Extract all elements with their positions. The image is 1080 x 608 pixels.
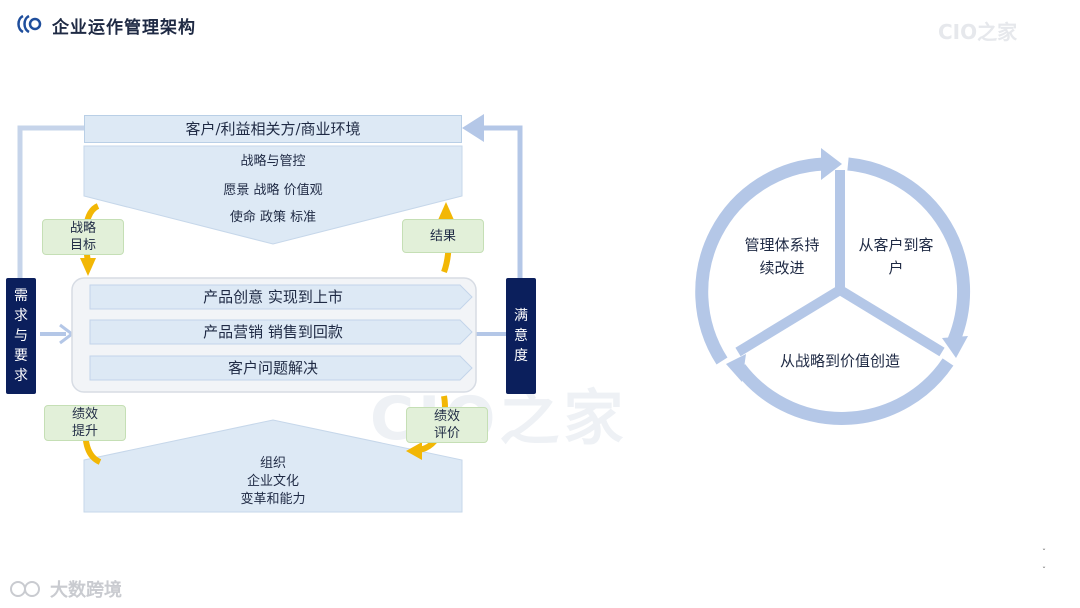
strategy-line-3: 使命 政策 标准 xyxy=(229,210,317,225)
cycle-arrowhead-bottom xyxy=(726,354,746,382)
feedback-line-right xyxy=(470,125,523,278)
performance-eval-box: 绩效评价 xyxy=(406,407,488,443)
cycle-diagram xyxy=(695,148,971,425)
results-label: 结果 xyxy=(429,228,456,244)
cycle-arc-right xyxy=(847,157,971,343)
satisfaction-label: 满意度 xyxy=(514,308,528,364)
cycle-arc-bottom xyxy=(734,358,954,425)
cycle-divider-left xyxy=(735,285,843,357)
cycle-divider-right xyxy=(837,285,945,357)
watermark-logo-icon xyxy=(10,581,40,597)
performance-eval-label: 绩效评价 xyxy=(433,409,460,441)
page-marker-2: ˇ xyxy=(1042,566,1046,575)
process-label-3: 客户问题解决 xyxy=(227,359,318,377)
cycle-arrowhead-right xyxy=(942,336,968,358)
org-line-1: 组织 xyxy=(259,456,286,471)
cycle-arc-left xyxy=(695,157,825,365)
strategy-shape xyxy=(83,145,463,245)
org-line-2: 企业文化 xyxy=(246,474,299,489)
cycle-label-bottom: 从战略到价值创造 xyxy=(779,352,900,370)
watermark-bottom: 大数跨境 xyxy=(50,580,122,601)
process-arrow-1 xyxy=(89,284,473,310)
cycle-label-right: 从客户到客户 xyxy=(858,236,934,277)
strategy-line-2: 愿景 战略 价值观 xyxy=(223,183,323,198)
stakeholder-bar: 客户/利益相关方/商业环境 xyxy=(84,115,462,143)
page-marker-1: ˇ xyxy=(1042,548,1046,557)
feedback-line-left xyxy=(17,125,84,278)
requirements-label: 需求与要求 xyxy=(14,288,28,384)
process-label-2: 产品营销 销售到回款 xyxy=(203,323,343,341)
process-arrow-2 xyxy=(89,319,473,345)
requirements-box: 需求与要求 xyxy=(6,278,36,394)
organization-shape xyxy=(83,419,463,513)
cycle-arrowhead-left xyxy=(821,148,842,180)
process-arrow-3 xyxy=(89,355,473,381)
performance-improve-box: 绩效提升 xyxy=(44,405,126,441)
strategy-line-1: 战略与管控 xyxy=(240,154,306,169)
framework-diagram xyxy=(17,114,523,513)
results-box: 结果 xyxy=(402,219,484,253)
logo-icon xyxy=(17,14,42,34)
performance-improve-label: 绩效提升 xyxy=(71,407,98,439)
strategic-goals-box: 战略目标 xyxy=(42,219,124,255)
page-title: 企业运作管理架构 xyxy=(52,18,196,38)
satisfaction-box: 满意度 xyxy=(506,278,536,394)
cycle-label-left: 管理体系持续改进 xyxy=(744,236,820,277)
watermark-top: CIO之家 xyxy=(938,20,1018,44)
process-label-1: 产品创意 实现到上市 xyxy=(203,288,343,306)
feedback-arrowhead-right xyxy=(462,114,484,142)
org-line-3: 变革和能力 xyxy=(240,492,306,507)
strategic-goals-label: 战略目标 xyxy=(69,221,96,253)
